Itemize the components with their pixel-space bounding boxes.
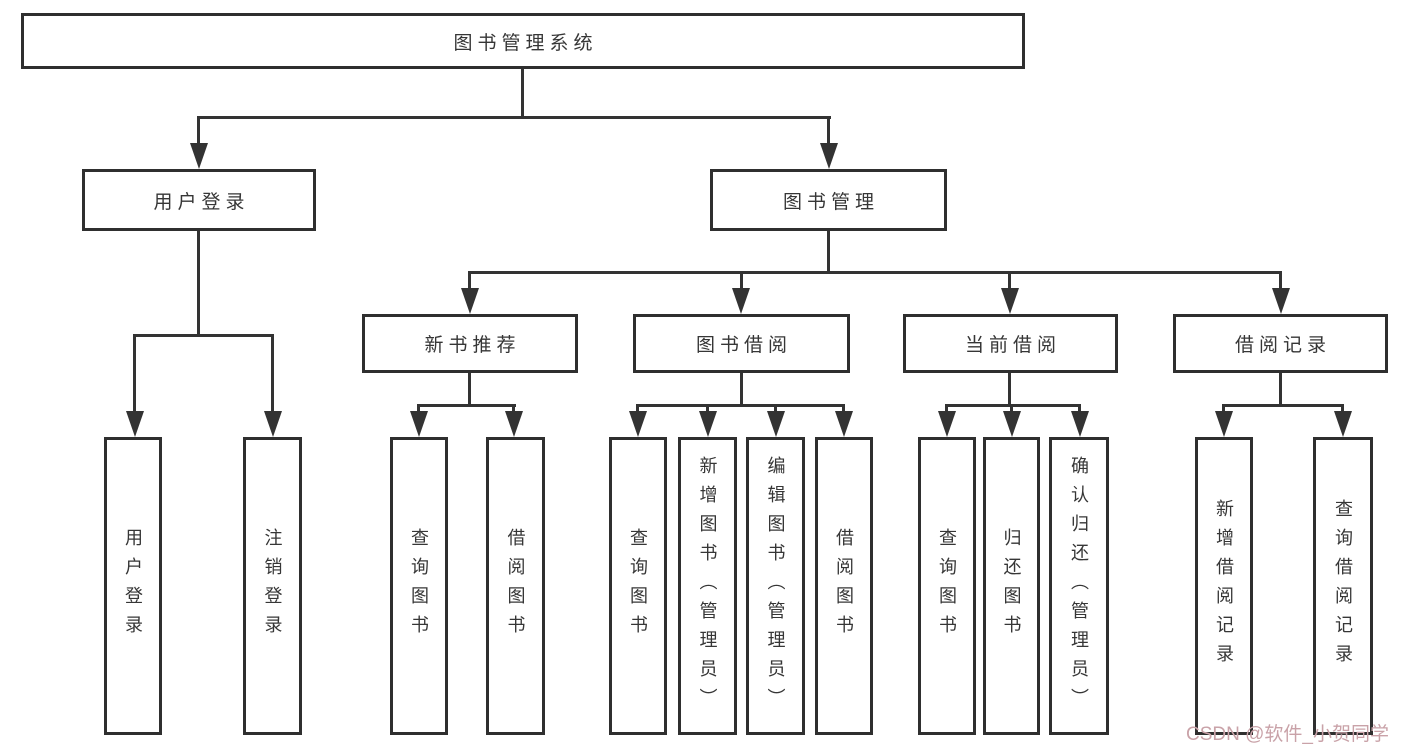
node-book-borrow: 图书借阅 (633, 314, 850, 373)
leaf-label: 查询借阅记录 (1333, 499, 1353, 673)
connector-line (774, 405, 777, 413)
connector-line (417, 405, 420, 413)
leaf-label: 确认归还（管理员） (1069, 455, 1089, 717)
arrow-down-icon (767, 411, 785, 437)
arrow-down-icon (1272, 288, 1290, 314)
connector-line (468, 271, 1282, 274)
leaf-label: 查询图书 (628, 528, 648, 644)
leaf-query-books-borrow: 查询图书 (609, 437, 667, 735)
arrow-down-icon (1001, 288, 1019, 314)
leaf-label: 借阅图书 (505, 528, 526, 644)
connector-line (1341, 405, 1344, 413)
connector-line (945, 405, 948, 413)
leaf-label: 新增图书（管理员） (697, 455, 718, 717)
connector-line (468, 272, 471, 289)
arrow-down-icon (629, 411, 647, 437)
leaf-confirm-return-admin: 确认归还（管理员） (1049, 437, 1109, 735)
arrow-down-icon (820, 143, 838, 169)
leaf-add-books-admin: 新增图书（管理员） (678, 437, 737, 735)
arrow-down-icon (410, 411, 428, 437)
node-root: 图书管理系统 (21, 13, 1025, 69)
leaf-query-books-current: 查询图书 (918, 437, 976, 735)
connector-line (1279, 373, 1282, 406)
leaf-label: 新增借阅记录 (1214, 499, 1234, 673)
leaf-user-login: 用户登录 (104, 437, 162, 735)
arrow-down-icon (505, 411, 523, 437)
leaf-return-books: 归还图书 (983, 437, 1040, 735)
leaf-borrow-books-recommend: 借阅图书 (486, 437, 545, 735)
arrow-down-icon (190, 143, 208, 169)
connector-line (842, 405, 845, 413)
arrow-down-icon (1215, 411, 1233, 437)
arrow-down-icon (938, 411, 956, 437)
leaf-logout: 注销登录 (243, 437, 302, 735)
connector-line (1078, 405, 1081, 413)
arrow-down-icon (1003, 411, 1021, 437)
leaf-add-borrow-record: 新增借阅记录 (1195, 437, 1253, 735)
connector-line (706, 405, 709, 413)
leaf-label: 用户登录 (123, 528, 143, 644)
leaf-borrow-books: 借阅图书 (815, 437, 873, 735)
connector-line (1279, 272, 1282, 289)
connector-line (133, 334, 274, 337)
node-current-borrow: 当前借阅 (903, 314, 1118, 373)
connector-line (521, 69, 524, 119)
leaf-query-books-recommend: 查询图书 (390, 437, 448, 735)
node-new-book-recommend: 新书推荐 (362, 314, 578, 373)
connector-line (197, 117, 200, 145)
connector-line (1010, 405, 1013, 413)
leaf-label: 查询图书 (937, 528, 957, 644)
leaf-label: 编辑图书（管理员） (765, 455, 786, 717)
connector-line (945, 404, 1081, 407)
leaf-query-borrow-record: 查询借阅记录 (1313, 437, 1373, 735)
node-book-management: 图书管理 (710, 169, 947, 231)
leaf-edit-books-admin: 编辑图书（管理员） (746, 437, 805, 735)
connector-line (1008, 272, 1011, 289)
arrow-down-icon (699, 411, 717, 437)
leaf-label: 注销登录 (262, 528, 283, 644)
leaf-label: 归还图书 (1001, 528, 1022, 644)
connector-line (740, 373, 743, 406)
connector-line (197, 116, 831, 119)
connector-line (133, 335, 136, 411)
leaf-label: 查询图书 (409, 528, 429, 644)
connector-line (1222, 404, 1344, 407)
connector-line (512, 405, 515, 413)
connector-line (468, 373, 471, 406)
connector-line (417, 404, 516, 407)
arrow-down-icon (461, 288, 479, 314)
connector-line (827, 231, 830, 273)
connector-line (197, 231, 200, 336)
arrow-down-icon (264, 411, 282, 437)
arrow-down-icon (835, 411, 853, 437)
connector-line (1222, 405, 1225, 413)
arrow-down-icon (732, 288, 750, 314)
connector-line (636, 405, 639, 413)
arrow-down-icon (126, 411, 144, 437)
node-user-login: 用户登录 (82, 169, 316, 231)
connector-line (827, 117, 830, 145)
connector-line (740, 272, 743, 289)
connector-line (636, 404, 845, 407)
node-borrow-records: 借阅记录 (1173, 314, 1388, 373)
csdn-watermark: CSDN @软件_小贺同学 (1186, 724, 1389, 745)
connector-line (271, 335, 274, 411)
arrow-down-icon (1334, 411, 1352, 437)
arrow-down-icon (1071, 411, 1089, 437)
leaf-label: 借阅图书 (834, 528, 854, 644)
connector-line (1008, 373, 1011, 406)
